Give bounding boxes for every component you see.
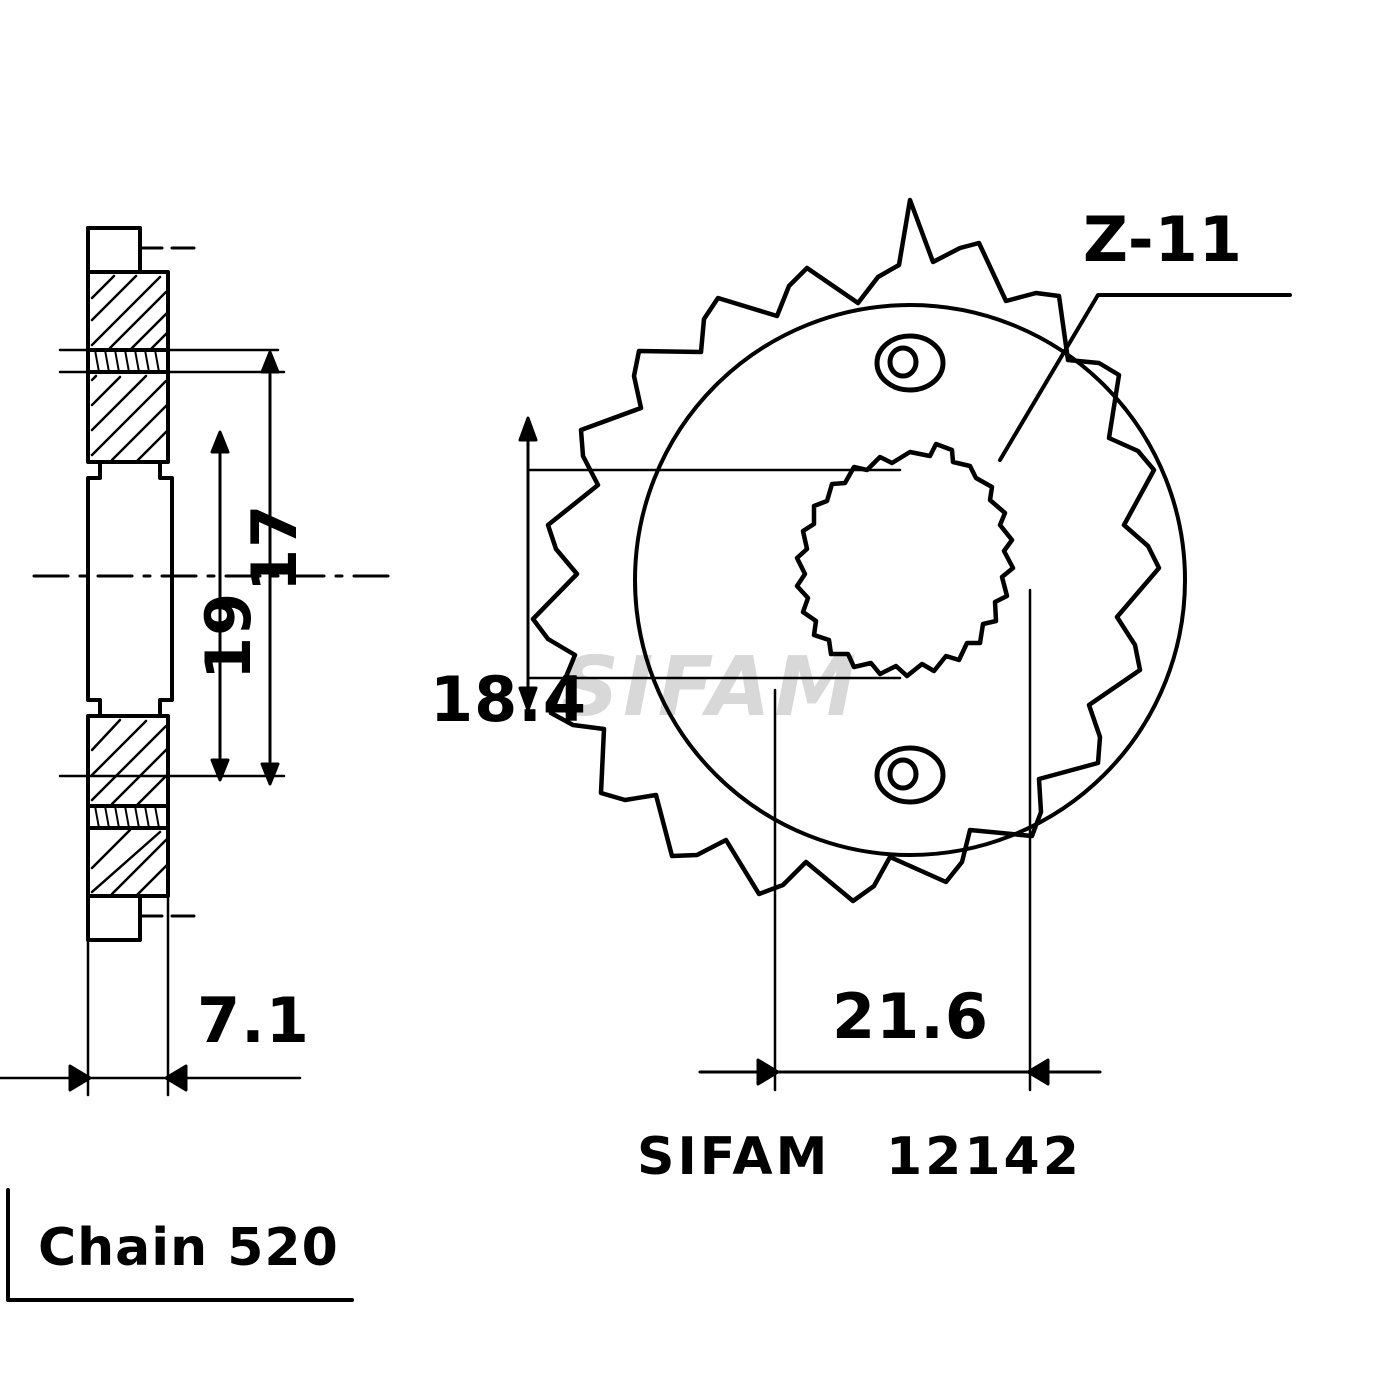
- thickness-label: 7.1: [197, 984, 310, 1057]
- side-section-view: [0, 226, 394, 1302]
- teeth-label: Z-11: [1083, 203, 1243, 276]
- outer-width-label: 21.6: [832, 980, 989, 1053]
- sprocket-front-view: [518, 197, 1292, 1092]
- brand-label: SIFAM: [637, 1127, 831, 1187]
- chain-label: Chain 520: [38, 1218, 339, 1278]
- dim-19-label: 19: [192, 591, 265, 680]
- reference-label: 12142: [886, 1127, 1082, 1187]
- bore-width-label: 18.4: [430, 663, 587, 736]
- dim-17-label: 17: [238, 503, 311, 592]
